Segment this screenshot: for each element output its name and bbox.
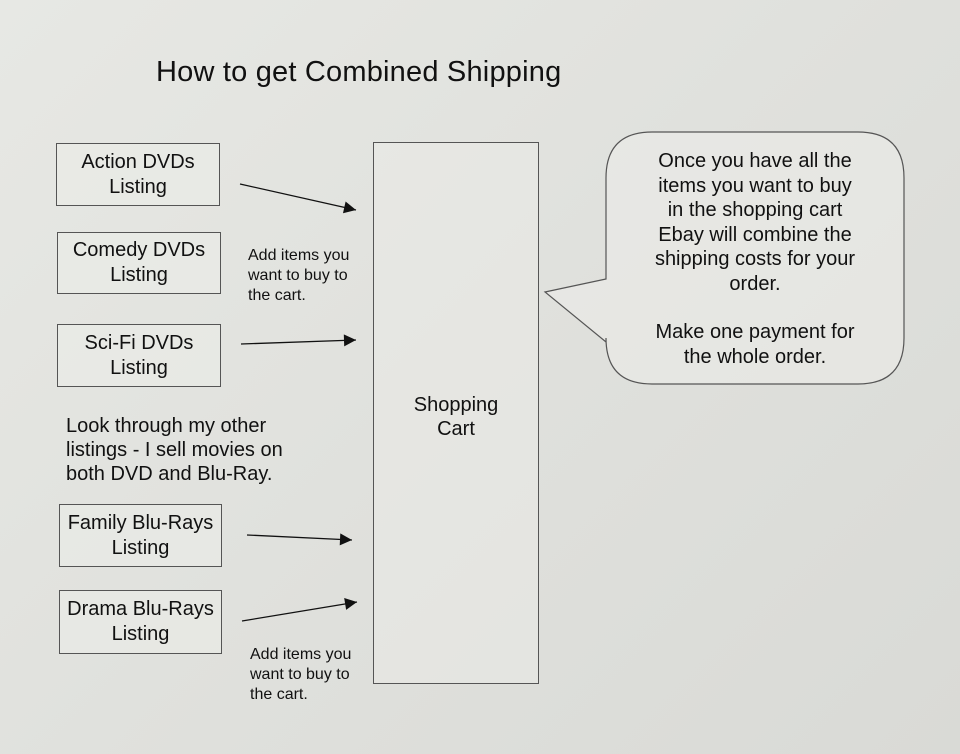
speech-bubble-shape: [543, 131, 905, 385]
listing-suffix: Listing: [110, 356, 168, 379]
listing-name: Action DVDs: [81, 150, 195, 173]
listing-box-action-dvds: Action DVDs Listing: [56, 143, 220, 206]
bubble-line: Ebay will combine the: [658, 223, 852, 246]
bubble-line: Make one payment for: [655, 321, 855, 343]
bubble-line: items you want to buy: [658, 174, 852, 197]
listing-suffix: Listing: [111, 536, 170, 559]
listing-suffix: Listing: [110, 264, 168, 286]
bubble-spacer: [606, 296, 904, 320]
shopping-cart-label: Shopping Cart: [374, 393, 538, 441]
bubble-line: order.: [729, 272, 781, 295]
cart-label-line: Cart: [437, 418, 475, 440]
listing-box-comedy-dvds: Comedy DVDs Listing: [57, 232, 221, 294]
listing-name: Drama Blu-Rays: [67, 598, 214, 620]
add-items-note-top: Add items you want to buy to the cart.: [248, 246, 349, 306]
listing-suffix: Listing: [111, 623, 170, 645]
arrow-family-to-cart: [246, 533, 353, 546]
note-line: both DVD and Blu-Ray.: [66, 463, 273, 485]
speech-bubble-text: Once you have all the items you want to …: [606, 149, 904, 369]
note-line: Add items you: [250, 646, 352, 663]
note-line: Add items you: [248, 247, 350, 264]
bubble-line: Once you have all the: [658, 150, 852, 172]
listing-name: Family Blu-Rays: [67, 511, 214, 534]
note-line: the cart.: [248, 287, 306, 304]
listing-name: Sci-Fi DVDs: [84, 331, 194, 354]
listing-name: Comedy DVDs: [72, 239, 206, 261]
arrow-drama-to-cart: [241, 598, 358, 622]
listing-box-family-blurays: Family Blu-Rays Listing: [59, 504, 222, 567]
listing-box-scifi-dvds: Sci-Fi DVDs Listing: [57, 324, 221, 387]
note-line: want to buy to: [248, 267, 348, 284]
note-line: Look through my other: [66, 415, 267, 437]
other-listings-note: Look through my other listings - I sell …: [66, 414, 283, 486]
arrow-scifi-to-cart: [240, 334, 357, 347]
bubble-line: in the shopping cart: [667, 199, 843, 221]
note-line: listings - I sell movies on: [66, 439, 283, 461]
cart-label-line: Shopping: [413, 394, 499, 416]
note-line: want to buy to: [250, 666, 350, 683]
bubble-line: the whole order.: [683, 345, 827, 368]
diagram-title: How to get Combined Shipping: [156, 56, 562, 88]
arrow-action-to-cart: [239, 183, 357, 214]
listing-suffix: Listing: [109, 175, 167, 198]
add-items-note-bottom: Add items you want to buy to the cart.: [250, 645, 351, 705]
shopping-cart-box: Shopping Cart: [373, 142, 539, 684]
listing-box-drama-blurays: Drama Blu-Rays Listing: [59, 590, 222, 654]
note-line: the cart.: [250, 686, 308, 703]
bubble-line: shipping costs for your: [654, 248, 856, 270]
